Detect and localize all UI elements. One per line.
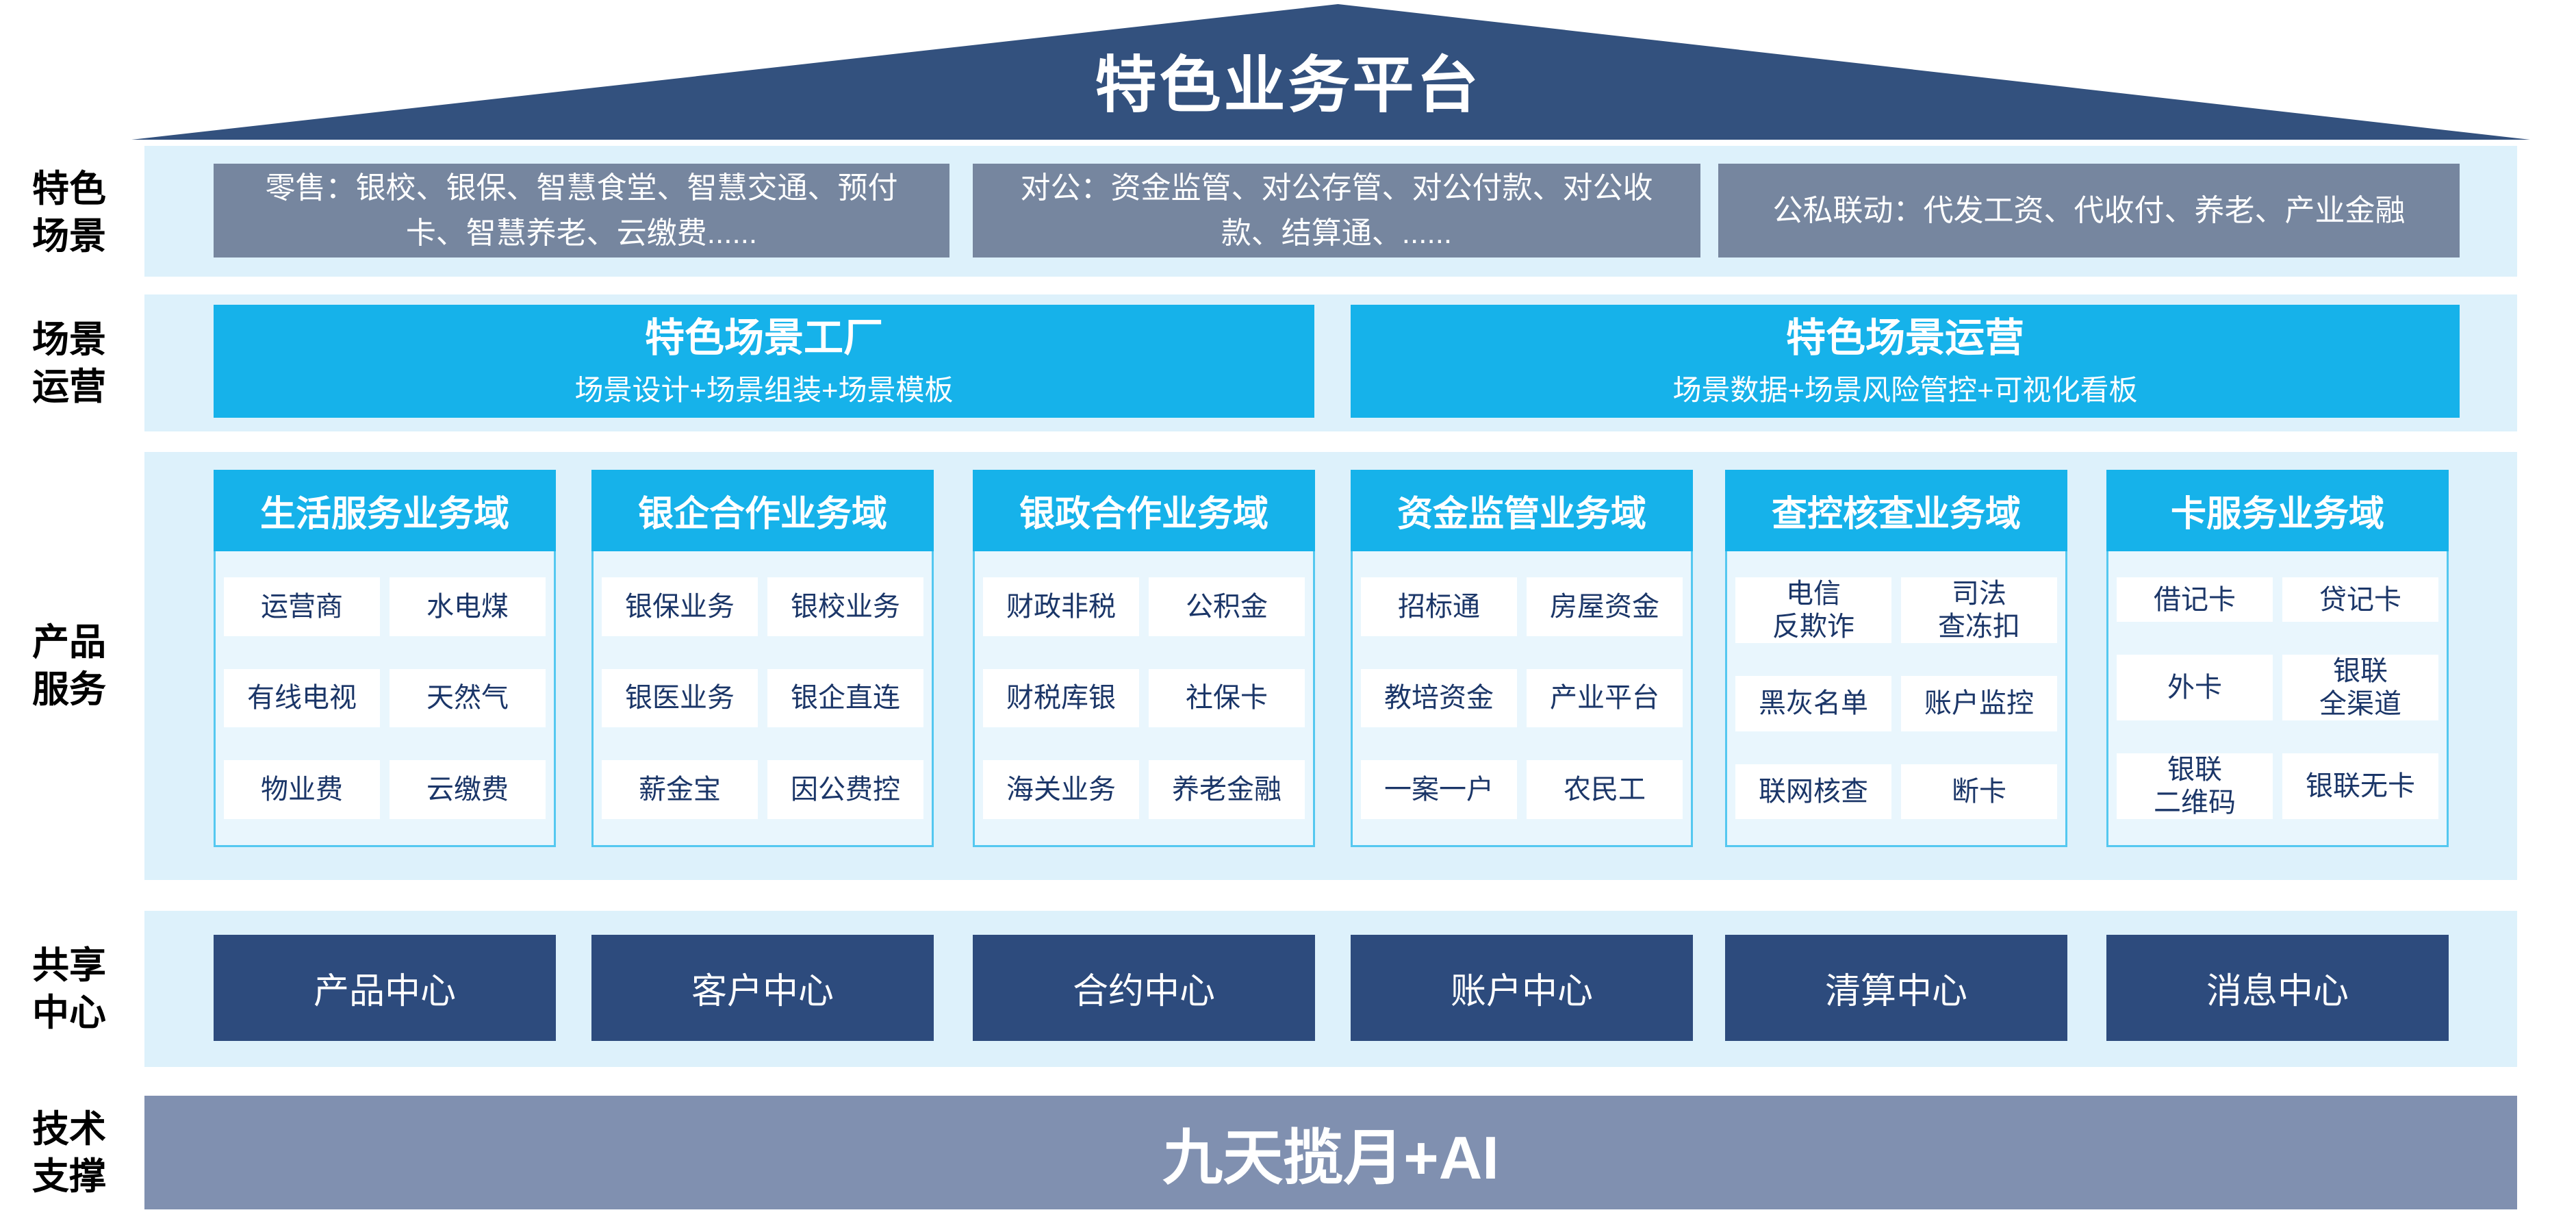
- share-box-clearing-center: 清算中心: [1725, 935, 2067, 1041]
- product-cell: 借记卡: [2117, 577, 2273, 622]
- share-box-contract-center: 合约中心: [973, 935, 1315, 1041]
- product-cell: 招标通: [1361, 577, 1517, 636]
- side-label-share: 共享 中心: [32, 945, 106, 1034]
- scene-box-public-private: 公私联动：代发工资、代收付、养老、产业金融: [1718, 164, 2460, 257]
- side-label-tech: 技术 支撑: [32, 1109, 106, 1198]
- product-column-body: 借记卡 贷记卡 外卡 银联 全渠道 银联 二维码 银联无卡: [2106, 551, 2449, 847]
- side-label-ops: 场景 运营: [32, 319, 106, 408]
- product-cell: 电信 反欺诈: [1735, 577, 1891, 643]
- product-cell: 银企直连: [767, 668, 923, 728]
- share-box-account-center: 账户中心: [1351, 935, 1693, 1041]
- product-cell: 财政非税: [983, 577, 1139, 636]
- product-cell: 公积金: [1149, 577, 1305, 636]
- product-cell: 一案一户: [1361, 760, 1517, 819]
- ops-box-scene-operation: 特色场景运营 场景数据+场景风险管控+可视化看板: [1351, 305, 2460, 418]
- product-cell: 银医业务: [602, 668, 758, 728]
- product-column-inquiry-control: 查控核查业务域 电信 反欺诈 司法 查冻扣 黑灰名单 账户监控 联网核查 断卡: [1725, 470, 2067, 847]
- product-cell: 因公费控: [767, 760, 923, 819]
- tech-support-bar: 九天揽月+AI: [144, 1096, 2517, 1209]
- product-column-bank-enterprise: 银企合作业务域 银保业务 银校业务 银医业务 银企直连 薪金宝 因公费控: [591, 470, 934, 847]
- product-cell: 账户监控: [1901, 676, 2057, 731]
- product-cell: 财税库银: [983, 668, 1139, 728]
- product-column-body: 运营商 水电煤 有线电视 天然气 物业费 云缴费: [214, 551, 556, 847]
- product-column-header: 资金监管业务域: [1351, 470, 1693, 551]
- product-cell: 天然气: [390, 668, 546, 728]
- product-column-header: 银企合作业务域: [591, 470, 934, 551]
- product-cell: 薪金宝: [602, 760, 758, 819]
- product-cell: 银联无卡: [2282, 753, 2438, 819]
- ops-box-subtitle: 场景设计+场景组装+场景模板: [574, 373, 954, 406]
- product-cell: 教培资金: [1361, 668, 1517, 728]
- product-cell: 联网核查: [1735, 764, 1891, 819]
- product-cell: 水电煤: [390, 577, 546, 636]
- product-column-header: 生活服务业务域: [214, 470, 556, 551]
- product-cell: 有线电视: [224, 668, 380, 728]
- product-column-fund-supervision: 资金监管业务域 招标通 房屋资金 教培资金 产业平台 一案一户 农民工: [1351, 470, 1693, 847]
- product-cell: 运营商: [224, 577, 380, 636]
- product-cell: 外卡: [2117, 655, 2273, 720]
- product-cell: 贷记卡: [2282, 577, 2438, 622]
- scene-box-corporate: 对公：资金监管、对公存管、对公付款、对公收 款、结算通、......: [973, 164, 1700, 257]
- product-column-bank-government: 银政合作业务域 财政非税 公积金 财税库银 社保卡 海关业务 养老金融: [973, 470, 1315, 847]
- product-cell: 养老金融: [1149, 760, 1305, 819]
- ops-box-subtitle: 场景数据+场景风险管控+可视化看板: [1672, 373, 2138, 406]
- product-cell: 银校业务: [767, 577, 923, 636]
- product-column-body: 招标通 房屋资金 教培资金 产业平台 一案一户 农民工: [1351, 551, 1693, 847]
- product-cell: 海关业务: [983, 760, 1139, 819]
- product-column-card-services: 卡服务业务域 借记卡 贷记卡 外卡 银联 全渠道 银联 二维码 银联无卡: [2106, 470, 2449, 847]
- product-column-body: 电信 反欺诈 司法 查冻扣 黑灰名单 账户监控 联网核查 断卡: [1725, 551, 2067, 847]
- product-cell: 银联 二维码: [2117, 753, 2273, 819]
- product-cell: 银联 全渠道: [2282, 655, 2438, 720]
- ops-box-scene-factory: 特色场景工厂 场景设计+场景组装+场景模板: [214, 305, 1314, 418]
- share-box-customer-center: 客户中心: [591, 935, 934, 1041]
- share-box-product-center: 产品中心: [214, 935, 556, 1041]
- product-cell: 物业费: [224, 760, 380, 819]
- product-cell: 社保卡: [1149, 668, 1305, 728]
- side-label-product: 产品 服务: [32, 622, 106, 711]
- product-cell: 司法 查冻扣: [1901, 577, 2057, 643]
- product-column-header: 查控核查业务域: [1725, 470, 2067, 551]
- product-cell: 黑灰名单: [1735, 676, 1891, 731]
- product-column-header: 银政合作业务域: [973, 470, 1315, 551]
- product-cell: 房屋资金: [1527, 577, 1683, 636]
- product-column-header: 卡服务业务域: [2106, 470, 2449, 551]
- platform-title: 特色业务平台: [1095, 51, 1481, 120]
- product-cell: 断卡: [1901, 764, 2057, 819]
- product-cell: 农民工: [1527, 760, 1683, 819]
- share-box-message-center: 消息中心: [2106, 935, 2449, 1041]
- product-column-body: 银保业务 银校业务 银医业务 银企直连 薪金宝 因公费控: [591, 551, 934, 847]
- product-column-life-services: 生活服务业务域 运营商 水电煤 有线电视 天然气 物业费 云缴费: [214, 470, 556, 847]
- side-label-scene: 特色 场景: [32, 168, 106, 257]
- product-cell: 银保业务: [602, 577, 758, 636]
- product-cell: 产业平台: [1527, 668, 1683, 728]
- ops-box-title: 特色场景运营: [1785, 315, 2024, 360]
- product-column-body: 财政非税 公积金 财税库银 社保卡 海关业务 养老金融: [973, 551, 1315, 847]
- ops-box-title: 特色场景工厂: [644, 315, 883, 360]
- scene-box-retail: 零售：银校、银保、智慧食堂、智慧交通、预付 卡、智慧养老、云缴费......: [214, 164, 949, 257]
- product-cell: 云缴费: [390, 760, 546, 819]
